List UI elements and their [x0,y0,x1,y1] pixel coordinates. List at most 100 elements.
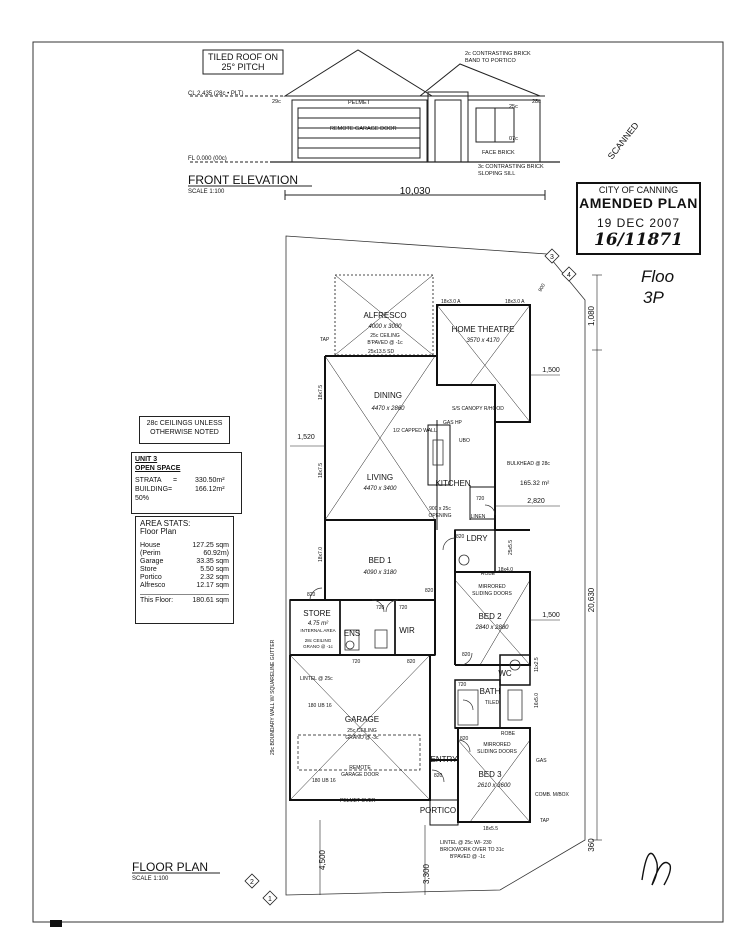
dim-1520: 1,520 [297,434,315,441]
room-living: LIVING [367,473,393,482]
garage-door-2: GARAGE DOOR [341,772,379,778]
door-size: 820 [425,588,434,594]
open-space-value: 330.50m² [195,477,225,484]
open-space-unit: UNIT 3 [135,456,158,463]
stamp-council: CITY OF CANNING [598,185,679,195]
area-stats-label: House [140,542,161,549]
area-stats-subtitle: Floor Plan [140,527,177,536]
floor-level: FL 0.000 (00c) [188,156,227,162]
brick-band-note-1: 2c CONTRASTING BRICK [465,51,531,57]
door-swings [309,504,496,783]
area-stats-total: This Floor: 180.61 sqm [140,594,229,605]
opening-label-1: 900 x 25c [429,506,451,512]
dimension-lines [290,274,602,895]
council-stamp: CITY OF CANNING AMENDED PLAN 19 DEC 2007… [576,182,701,255]
level-28c: 28c [532,99,541,105]
brick-band-note-2: BAND TO PORTICO [465,58,516,64]
signature [641,852,672,886]
lintel-label-4: B'PAVED @ -1c [450,854,486,860]
sliding-label-1: SLIDING DOORS [472,591,512,597]
sheet-border [32,41,724,923]
ceiling-note-2: OTHERWISE NOTED [150,429,219,436]
pelmet-label: PELMET [348,100,371,106]
ceiling-note-box: 28c CEILINGS UNLESS OTHERWISE NOTED [139,416,230,444]
floor-plan-scale: SCALE 1:100 [132,876,169,882]
grid-marker-1 [262,890,278,906]
bath-note: TILED [485,700,500,706]
mirrored-label-1: MIRRORED [478,584,506,590]
garage-note-2: GRANO @ -3c [345,735,379,741]
elevation-scale: SCALE 1:100 [188,189,225,195]
door-size: 820 [456,534,465,540]
room-bath: BATH [480,687,501,696]
level-07c: 07c [509,136,518,142]
room-wc: WC [498,669,512,678]
area-stats-total-label: This Floor: [140,597,174,604]
dim-1500-b: 1,500 [542,612,560,619]
window-width-4: 18x7.5 [318,463,324,478]
roof-note-2: 25° PITCH [221,62,264,72]
room-alfresco: ALFRESCO [363,311,406,320]
sill-note-1: 3c CONTRASTING BRICK [478,164,544,170]
door-size: 820 [434,773,443,779]
floor-area-total: 165.32 m² [520,480,550,487]
door-size: 720 [352,659,361,665]
open-space-label: BUILDING= [135,486,173,493]
grid-label-1: 1 [268,896,272,903]
room-kitchen: KITCHEN [435,479,470,488]
room-ens: ENS [344,629,360,638]
area-stats-label: Portico [140,574,162,581]
store-ceiling-1: 28c CEILING [305,638,332,643]
area-stats-value: 5.50 sqm [200,566,229,573]
handwritten-note-1: Floo [641,267,674,286]
door-size: 820 [462,652,471,658]
beam-label-2: 180 UB 16 [312,778,336,784]
room-ldry: LDRY [466,534,488,543]
room-garage: GARAGE [345,715,379,724]
bulkhead-label: BULKHEAD @ 28c [507,461,550,467]
dim-2820: 2,820 [527,498,545,505]
door-size: 820 [407,659,416,665]
face-brick-label: FACE BRICK [482,150,515,156]
dim-20630: 20,630 [587,587,596,612]
open-space-label: STRATA [135,477,162,484]
open-space-label: 50% [135,495,150,502]
corner-marker [50,920,62,927]
ubo-label: UBO [459,438,470,444]
window-width-7: 11x2.5 [534,657,540,672]
front-elevation [190,49,560,200]
grid-label-2: 2 [250,879,254,886]
dining-size: 4470 x 2860 [371,406,405,412]
open-space-row: 50% [135,494,238,503]
stamp-date: 19 DEC 2007 [596,216,681,230]
bed2-size: 2840 x 2880 [474,625,509,631]
roof-note-box [202,49,284,75]
window-width-8: 16x5.0 [534,693,540,708]
ceiling-note-1: 28c CEILINGS UNLESS [146,420,223,427]
pelmet-over-label: PELMET OVER [340,798,376,804]
window-width-9: 18x5.5 [483,826,498,832]
room-home-theatre: HOME THEATRE [452,325,515,334]
gas-label: GAS [536,758,547,764]
ensuite-toilet [345,640,355,650]
elevation-portico [427,91,469,163]
sliding-label-2: SLIDING DOORS [477,749,517,755]
area-stats-value: 33.35 sqm [196,558,229,565]
alfresco-note-2: B'PAVED @ -1c [367,340,403,346]
open-space-box: UNIT 3 OPEN SPACE STRATA = 330.50m² BUIL… [131,452,242,514]
door-size: 720 [458,682,467,688]
room-dining: DINING [374,391,402,400]
ensuite-shower [344,629,360,651]
lintel-sd-label: 25x13.5 SD [368,349,395,355]
dim-900: 900 [538,283,547,293]
garage-note-1: 25c CEILING [347,728,377,734]
level-29c: 29c [272,99,281,105]
open-space-row: STRATA = 330.50m² [135,476,238,485]
elevation-roof-left [283,49,434,97]
room-bed1: BED 1 [368,556,392,565]
door-size: 720 [399,605,408,611]
lintel-label-2: LINTEL @ 25c W/- 230 [440,840,492,846]
